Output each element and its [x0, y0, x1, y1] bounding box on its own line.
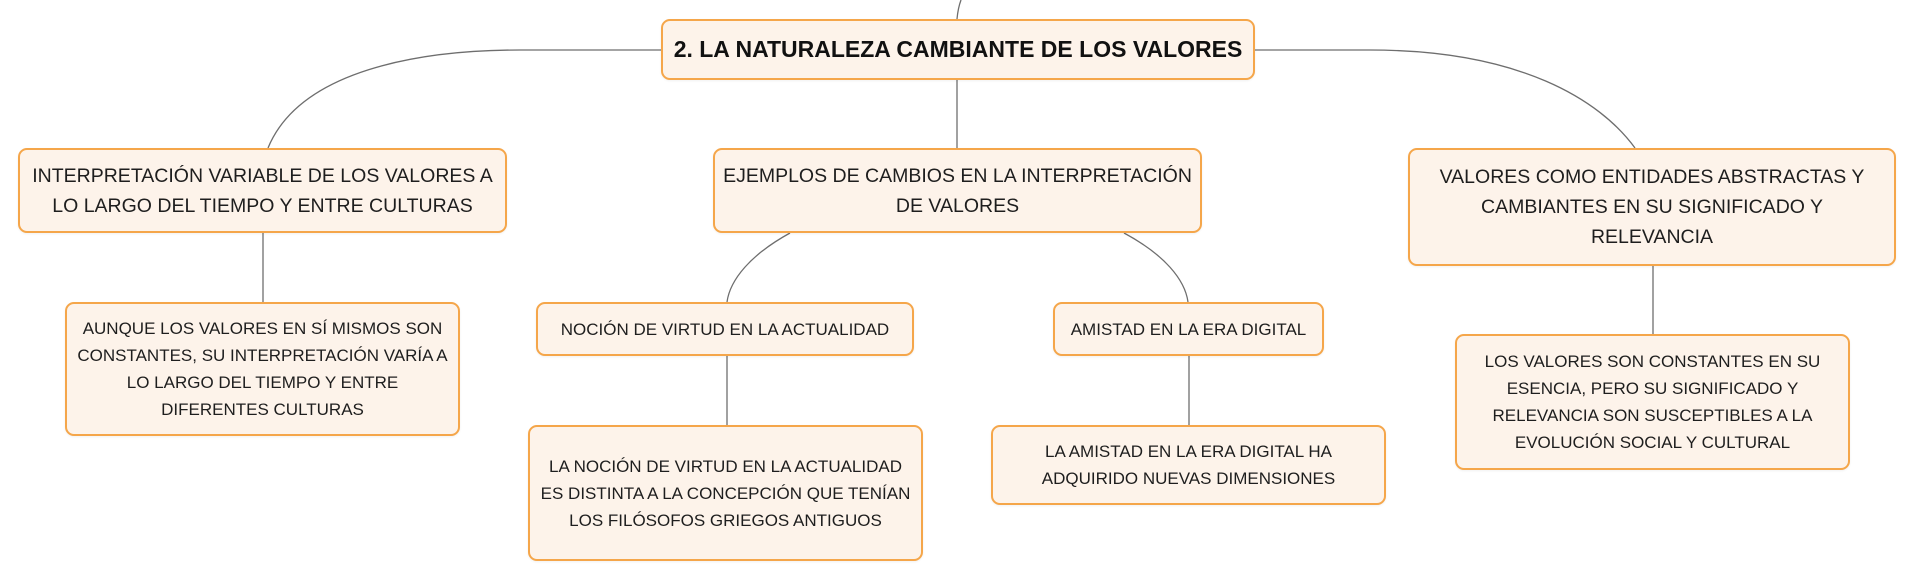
- connector-branch-2-to-amistad: [1123, 232, 1189, 303]
- leaf-node-nocion-de-virtud-detalle[interactable]: LA NOCIÓN DE VIRTUD EN LA ACTUALIDAD ES …: [528, 425, 923, 561]
- leaf-node-label: LA NOCIÓN DE VIRTUD EN LA ACTUALIDAD ES …: [540, 456, 911, 530]
- leaf-node-label: AUNQUE LOS VALORES EN SÍ MISMOS SON CONS…: [77, 319, 448, 419]
- subbranch-node-label: NOCIÓN DE VIRTUD EN LA ACTUALIDAD: [560, 319, 890, 339]
- leaf-node-interpretacion-varia[interactable]: AUNQUE LOS VALORES EN SÍ MISMOS SON CONS…: [65, 302, 460, 436]
- leaf-node-valores-constantes[interactable]: LOS VALORES SON CONSTANTES EN SU ESENCIA…: [1455, 334, 1850, 470]
- leaf-node-label: LOS VALORES SON CONSTANTES EN SU ESENCIA…: [1484, 352, 1821, 452]
- connector-root-to-branch-3: [1253, 49, 1636, 149]
- branch-node-valores-abstractos[interactable]: VALORES COMO ENTIDADES ABSTRACTAS Y CAMB…: [1408, 148, 1896, 266]
- subbranch-node-amistad-era-digital[interactable]: AMISTAD EN LA ERA DIGITAL: [1053, 302, 1324, 356]
- root-node-label: 2. LA NATURALEZA CAMBIANTE DE LOS VALORE…: [673, 36, 1243, 62]
- leaf-node-amistad-detalle[interactable]: LA AMISTAD EN LA ERA DIGITAL HA ADQUIRID…: [991, 425, 1386, 505]
- branch-node-interpretacion-variable[interactable]: INTERPRETACIÓN VARIABLE DE LOS VALORES A…: [18, 148, 507, 233]
- connector-root-to-branch-1: [267, 49, 662, 149]
- branch-node-ejemplos-de-cambios[interactable]: EJEMPLOS DE CAMBIOS EN LA INTERPRETACIÓN…: [713, 148, 1202, 233]
- subbranch-node-label: AMISTAD EN LA ERA DIGITAL: [1070, 319, 1307, 339]
- leaf-node-label: LA AMISTAD EN LA ERA DIGITAL HA ADQUIRID…: [1041, 442, 1336, 488]
- branch-node-label: VALORES COMO ENTIDADES ABSTRACTAS Y CAMB…: [1439, 166, 1865, 248]
- connector-parent-to-root: [956, 0, 962, 20]
- branch-node-label: EJEMPLOS DE CAMBIOS EN LA INTERPRETACIÓN…: [723, 164, 1192, 217]
- subbranch-node-nocion-de-virtud[interactable]: NOCIÓN DE VIRTUD EN LA ACTUALIDAD: [536, 302, 914, 356]
- root-node[interactable]: 2. LA NATURALEZA CAMBIANTE DE LOS VALORE…: [661, 19, 1255, 80]
- branch-node-label: INTERPRETACIÓN VARIABLE DE LOS VALORES A…: [32, 164, 493, 217]
- connector-branch-2-to-virtud: [726, 232, 791, 303]
